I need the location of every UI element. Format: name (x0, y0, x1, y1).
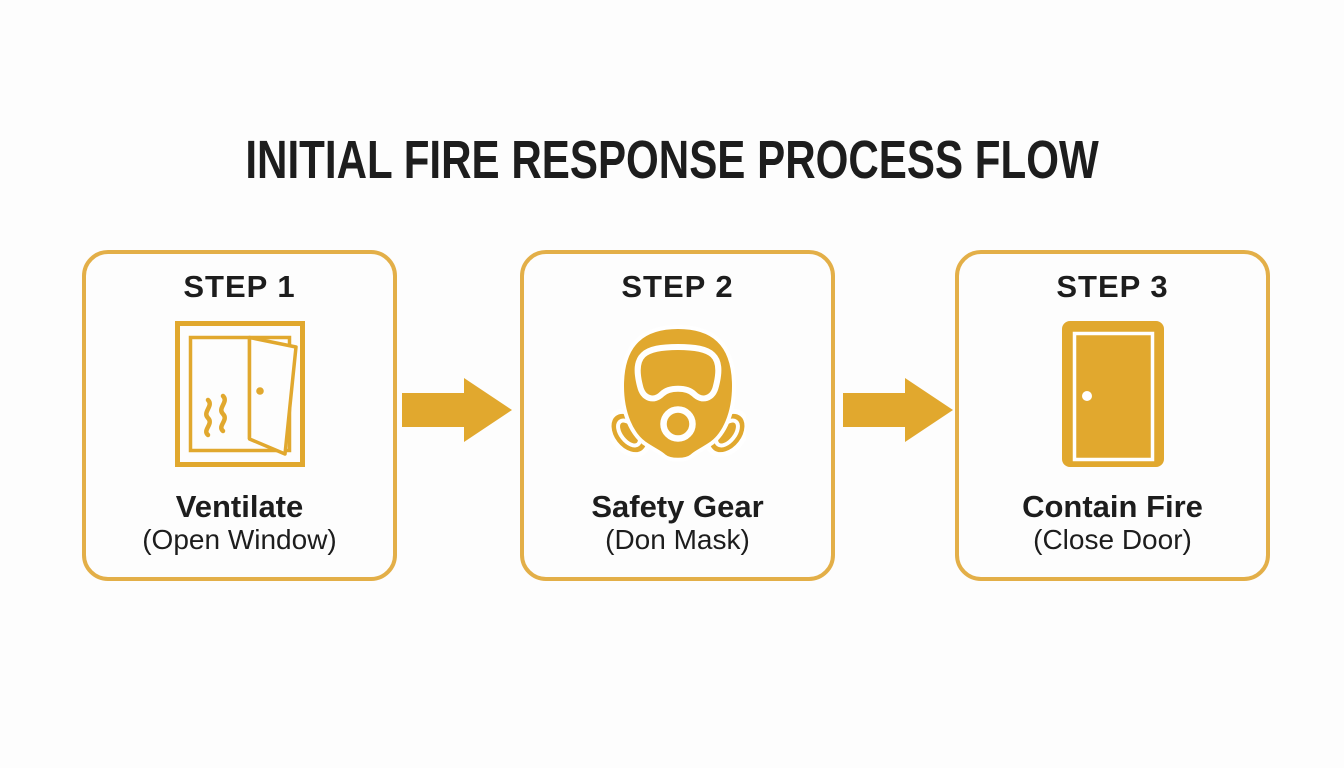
step-card-2: STEP 2 Safety Gear (Don Mask) (520, 250, 835, 581)
step-1-name: Ventilate (175, 489, 304, 524)
closed-door-icon-svg (1061, 321, 1164, 467)
step-2-number-label: STEP 2 (621, 269, 734, 304)
closed-door-icon (959, 320, 1266, 468)
step-2-name: Safety Gear (591, 489, 764, 524)
step-card-1: STEP 1 Ventilate (Open Window) (82, 250, 397, 581)
open-window-icon-svg (174, 321, 305, 467)
step-3-number-label: STEP 3 (1056, 269, 1169, 304)
step-1-action: (Open Window) (142, 524, 337, 555)
gas-mask-icon-svg (609, 324, 746, 462)
diagram-title: INITIAL FIRE RESPONSE PROCESS FLOW (0, 131, 1344, 189)
open-window-icon (86, 320, 393, 468)
arrow-right-icon-svg (843, 378, 953, 442)
step-3-name: Contain Fire (1022, 489, 1203, 524)
step-3-action: (Close Door) (1033, 524, 1192, 555)
gas-mask-icon (524, 320, 831, 468)
arrow-right-icon (402, 377, 513, 443)
arrow-right-icon-svg (402, 378, 512, 442)
arrow-right-icon (843, 377, 954, 443)
step-card-3: STEP 3 Contain Fire (Close Door) (955, 250, 1270, 581)
step-1-number-label: STEP 1 (183, 269, 296, 304)
diagram-title-text: INITIAL FIRE RESPONSE PROCESS FLOW (245, 130, 1099, 190)
step-2-action: (Don Mask) (605, 524, 750, 555)
